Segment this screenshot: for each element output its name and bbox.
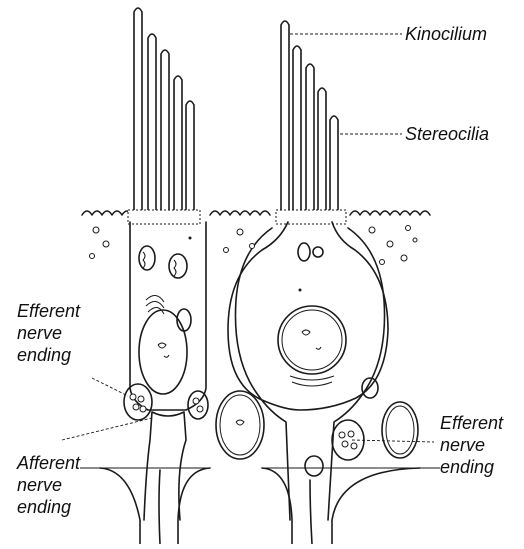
right-kinocilium xyxy=(281,21,289,212)
right-hair-bundle xyxy=(281,21,338,212)
supporting-cell-mitochondrion xyxy=(305,456,323,476)
supporting-cell-nucleus xyxy=(382,402,418,458)
right-stereocilium xyxy=(293,46,301,212)
right-stereocilium xyxy=(306,64,314,212)
left-nucleus xyxy=(139,310,187,394)
right-mitochondrion xyxy=(298,243,310,261)
left-golgi xyxy=(146,295,164,314)
left-stereocilium xyxy=(161,50,169,212)
efferent-left-label: Efferent nerve ending xyxy=(17,300,80,366)
right-er xyxy=(290,376,334,386)
nerve-fibers xyxy=(100,468,420,544)
right-stereocilium xyxy=(318,88,326,212)
left-stereocilium xyxy=(186,101,194,212)
left-nucleus-chromatin xyxy=(158,343,169,357)
efferent-right-label: Efferent nerve ending xyxy=(440,412,503,478)
afferent-label: Afferent nerve ending xyxy=(17,452,80,518)
left-stereocilium xyxy=(148,34,156,212)
kinocilium-label: Kinocilium xyxy=(405,23,487,45)
right-stereocilium xyxy=(330,116,338,212)
right-cuticular-plate xyxy=(276,210,346,224)
left-mitochondrion xyxy=(139,246,155,270)
stereocilia-label: Stereocilia xyxy=(405,123,489,145)
left-hair-bundle xyxy=(134,8,194,212)
left-mitochondrion xyxy=(169,254,187,278)
right-nucleus xyxy=(278,306,346,374)
left-cuticular-plate xyxy=(128,210,200,224)
left-stereocilium xyxy=(174,76,182,212)
afferent-leader xyxy=(62,418,152,440)
left-kinocilium xyxy=(134,8,142,212)
efferent-left-leader xyxy=(92,378,128,396)
